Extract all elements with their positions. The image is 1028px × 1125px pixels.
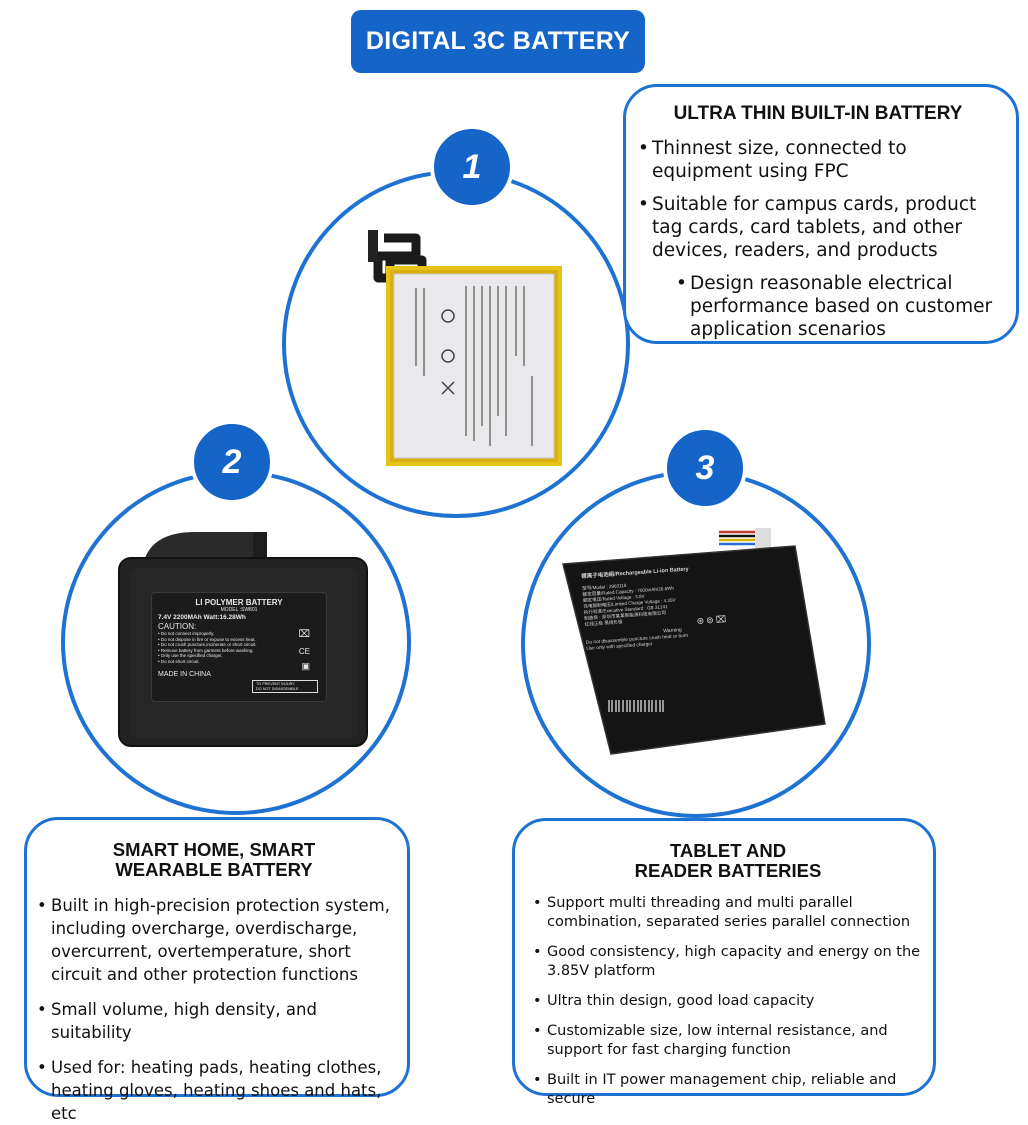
- label-line: • Do not crush puncture,incinerate or sh…: [158, 642, 257, 648]
- feature-item: Support multi threading and multi parall…: [533, 894, 923, 932]
- label-rating: 7.4V 2200MAh Watt:16.28Wh: [158, 614, 246, 621]
- smart-home-wearable-card: SMART HOME, SMART WEARABLE BATTERY Built…: [24, 817, 410, 1123]
- step-number-3: 3: [663, 426, 747, 510]
- label-origin: MADE IN CHINA: [158, 670, 211, 678]
- label-caution: CAUTION:: [158, 622, 197, 631]
- battery-1-circle: [282, 170, 630, 518]
- feature-list: Built in high-precision protection syste…: [37, 894, 391, 1125]
- card-title-line: READER BATTERIES: [634, 860, 822, 881]
- certification-icons: ⊛⊚⌧: [696, 613, 729, 627]
- label-line: • Remove battery from garment before was…: [158, 647, 254, 653]
- step-number-2: 2: [190, 420, 274, 504]
- feature-item: Thinnest size, connected to equipment us…: [638, 137, 998, 183]
- feature-item: Good consistency, high capacity and ener…: [533, 943, 923, 981]
- feature-item: Built in IT power management chip, relia…: [533, 1071, 923, 1109]
- card-title: ULTRA THIN BUILT-IN BATTERY: [673, 103, 963, 124]
- feature-item: Small volume, high density, and suitabil…: [37, 998, 391, 1044]
- card-title-line: WEARABLE BATTERY: [115, 859, 313, 880]
- feature-list: Thinnest size, connected to equipment us…: [638, 137, 998, 341]
- label-model: MODEL :SW801: [220, 607, 258, 613]
- feature-item: Design reasonable electrical performance…: [676, 272, 998, 341]
- wearable-battery-label: LI POLYMER BATTERY MODEL :SW801 7.4V 220…: [151, 592, 327, 702]
- ultra-thin-battery-image: [368, 230, 562, 466]
- ce-mark-icon: CE: [298, 647, 310, 656]
- tablet-reader-card: TABLET AND READER BATTERIES Support mult…: [512, 818, 936, 1107]
- card-title-line: SMART HOME, SMART: [112, 839, 316, 860]
- feature-item: Built in high-precision protection syste…: [37, 894, 391, 986]
- card-title: TABLET AND READER BATTERIES: [533, 841, 923, 881]
- feature-list: Support multi threading and multi parall…: [533, 894, 923, 1109]
- label-warning-box: TO PREVENT INJURY DO NOT DISASSEMBLE: [252, 680, 318, 693]
- battery-3-circle: 锂离子电池组/Rechargeable Li-ion Battery 型号/Mo…: [521, 470, 871, 818]
- feature-item: Customizable size, low internal resistan…: [533, 1022, 923, 1060]
- warning-line-2: DO NOT DISASSEMBLE: [256, 686, 299, 691]
- label-line: • Only use the specified charger.: [158, 653, 223, 659]
- double-insulation-icon: ▣: [301, 661, 310, 671]
- label-line: • Do not dispose in fire or expose to ex…: [158, 636, 256, 642]
- feature-item: Suitable for campus cards, product tag c…: [638, 193, 998, 262]
- card-title-line: TABLET AND: [669, 840, 787, 861]
- page-title: DIGITAL 3C BATTERY: [351, 10, 645, 73]
- recycle-bin-icon: ⌧: [298, 629, 310, 640]
- ultra-thin-battery-card: ULTRA THIN BUILT-IN BATTERY Thinnest siz…: [623, 84, 1019, 344]
- battery-2-circle: LI POLYMER BATTERY MODEL :SW801 7.4V 220…: [61, 470, 411, 815]
- tablet-battery-label: 锂离子电池组/Rechargeable Li-ion Battery 型号/Mo…: [581, 559, 776, 653]
- label-line: • Do not short circuit.: [158, 658, 200, 664]
- step-number-1: 1: [430, 125, 514, 209]
- warning-line-1: TO PREVENT INJURY: [256, 682, 295, 687]
- label-heading: LI POLYMER BATTERY: [195, 598, 283, 607]
- feature-item: Ultra thin design, good load capacity: [533, 992, 923, 1011]
- card-title: SMART HOME, SMART WEARABLE BATTERY: [37, 840, 391, 880]
- tablet-battery-image: [562, 528, 826, 755]
- label-line: • Do not connect improperly.: [158, 631, 215, 636]
- feature-item: Used for: heating pads, heating clothes,…: [37, 1056, 391, 1125]
